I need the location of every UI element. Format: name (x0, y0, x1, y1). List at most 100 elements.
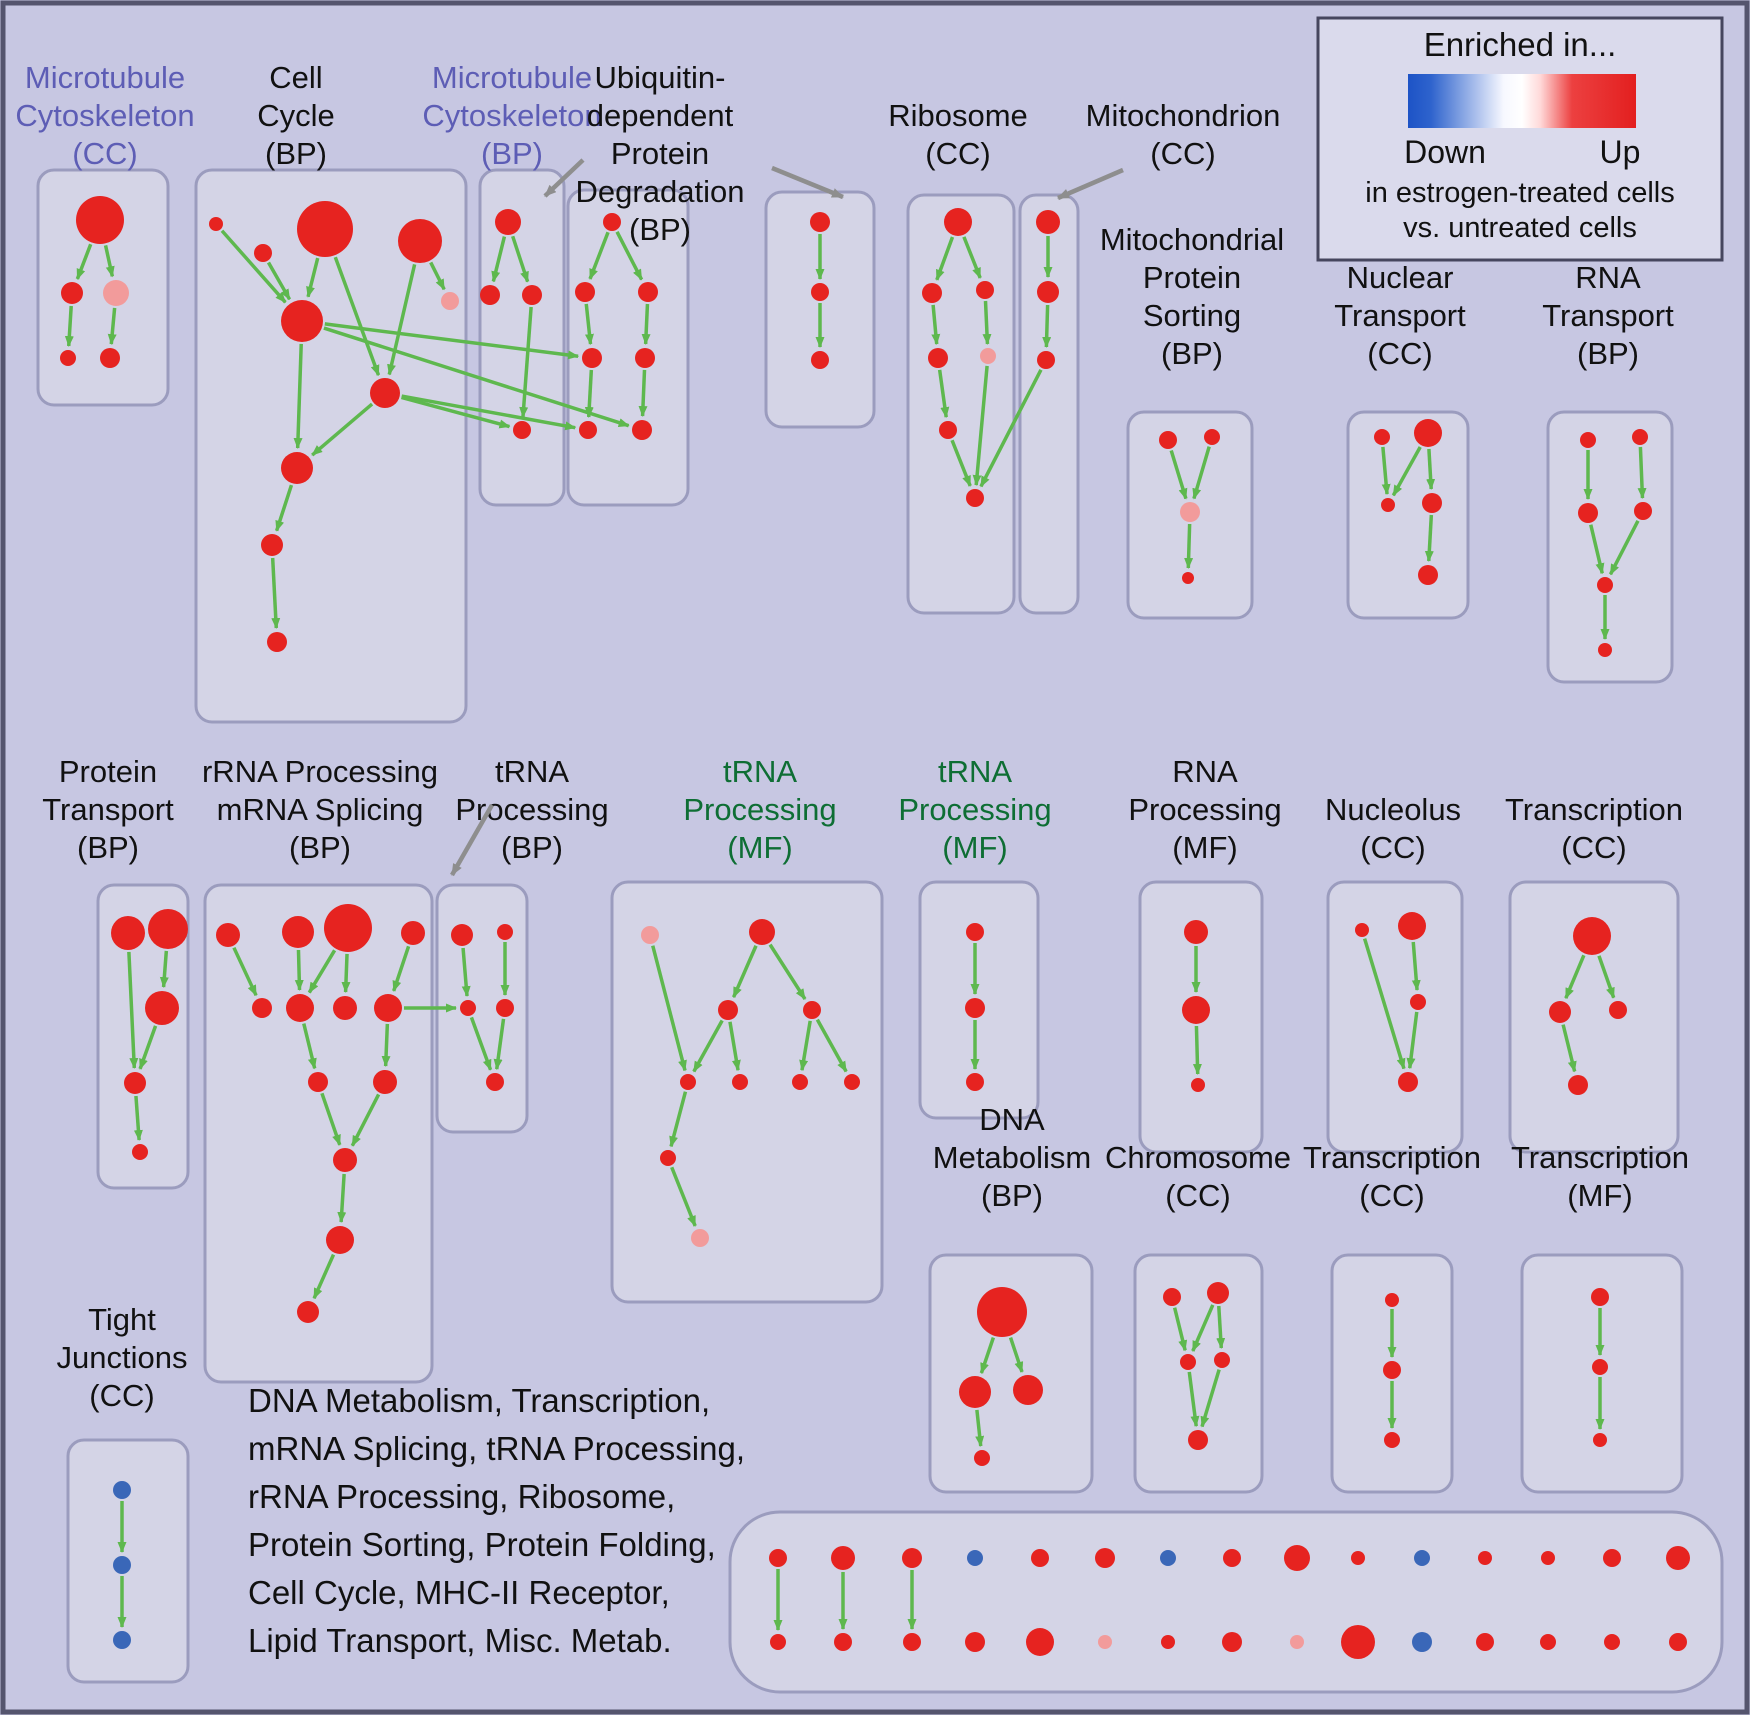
go-node-misc-cluster (769, 1549, 787, 1567)
go-node-cell-cycle (281, 300, 323, 342)
go-node-trna-bp (496, 999, 514, 1017)
edge-arrow (469, 1016, 493, 1071)
legend-down-label: Down (1404, 134, 1486, 170)
edge-arrow (350, 1093, 381, 1147)
go-node-misc-cluster (1669, 1633, 1687, 1651)
go-node-misc-cluster (1666, 1546, 1690, 1570)
go-node-rna-transport (1632, 429, 1648, 445)
edge-arrow (692, 1019, 724, 1073)
edge-arrow (511, 235, 530, 283)
go-node-rrna-mrna (286, 994, 314, 1022)
edge-arrow (294, 949, 304, 992)
edge-arrow (615, 230, 644, 281)
edge-arrow (815, 1018, 848, 1073)
cluster-label: Mitochondrion(CC) (1086, 98, 1281, 171)
edge-arrow (1597, 955, 1616, 999)
edge-arrow (493, 1018, 506, 1071)
cluster-box-microtubule-bp (478, 168, 566, 507)
misc-caption-line-6: Lipid Transport, Misc. Metab. (248, 1622, 672, 1659)
edge-arrow (324, 322, 580, 360)
go-node-ribosome (939, 421, 957, 439)
go-node-misc-cluster (1160, 1550, 1176, 1566)
go-node-misc-cluster (902, 1548, 922, 1568)
edge-arrow (975, 1409, 985, 1448)
go-node-microtubule-bp (522, 285, 542, 305)
go-node-ubiquitin (579, 421, 597, 439)
go-node-microtubule-bp (495, 209, 521, 235)
go-node-nuclear-transport (1418, 565, 1438, 585)
go-node-ribosome (976, 281, 994, 299)
edge-arrow (312, 1253, 336, 1300)
edge-arrow (1564, 954, 1586, 1000)
go-node-ubiquitin (575, 282, 595, 302)
go-node-nuclear-transport (1422, 493, 1442, 513)
edge-arrow (138, 1025, 158, 1070)
go-node-transcription-cc-1 (1609, 1001, 1627, 1019)
misc-caption-line-1: DNA Metabolism, Transcription, (248, 1382, 710, 1419)
cluster-box-misc-cluster (728, 1510, 1724, 1694)
go-node-trna-mf-1 (660, 1150, 676, 1166)
edge-arrow (392, 945, 411, 992)
misc-caption-line-5: Cell Cycle, MHC-II Receptor, (248, 1574, 670, 1611)
go-node-rrna-mrna (282, 916, 314, 948)
go-node-misc-cluster (1095, 1548, 1115, 1568)
go-node-chromosome (1163, 1288, 1181, 1306)
cluster-box-dna-metabolism (928, 1253, 1094, 1494)
edge-arrow (799, 1020, 812, 1072)
go-node-transcription-cc-1 (1549, 1001, 1571, 1023)
edge-arrow (962, 236, 982, 279)
go-node-misc-cluster (834, 1633, 852, 1651)
go-node-mito-sorting (1182, 572, 1194, 584)
edge-arrow (641, 303, 651, 346)
go-node-rna-processing-mf (1191, 1078, 1205, 1092)
go-node-ubiquitin (632, 420, 652, 440)
go-node-misc-cluster (1341, 1625, 1375, 1659)
go-node-misc-cluster (1351, 1551, 1365, 1565)
edge-arrow (584, 303, 594, 346)
go-node-mitochondrion (1037, 281, 1059, 303)
edge-arrow (311, 402, 374, 457)
edge-arrow (75, 243, 93, 280)
go-node-rrna-mrna (374, 994, 402, 1022)
go-node-trna-mf-2 (965, 998, 985, 1018)
edge-arrow (1424, 514, 1434, 563)
go-node-trna-mf-1 (718, 1000, 738, 1020)
go-node-tight-junctions (113, 1556, 131, 1574)
go-node-ribosome (922, 283, 942, 303)
go-node-cell-cycle (297, 201, 353, 257)
edge-arrow (266, 261, 292, 301)
go-node-misc-cluster (831, 1546, 855, 1570)
edge-arrow (1184, 523, 1194, 570)
edge-arrow (307, 949, 337, 994)
go-node-rna-transport (1580, 432, 1596, 448)
cluster-box-transcription-cc-1 (1508, 880, 1680, 1154)
go-node-rrna-mrna (333, 996, 357, 1020)
edge-arrow (323, 326, 630, 428)
go-node-trna-mf-1 (732, 1074, 748, 1090)
go-node-mito-sorting (1159, 431, 1177, 449)
edge-arrow (982, 300, 992, 346)
go-node-dna-metabolism (974, 1450, 990, 1466)
cluster-box-nucleolus (1326, 880, 1464, 1154)
go-node-trna-bp (486, 1073, 504, 1091)
go-node-ribosome (966, 489, 984, 507)
edge-arrow (133, 1095, 143, 1142)
go-node-nuclear-transport (1381, 498, 1395, 512)
cluster-box-rna-transport (1546, 410, 1674, 684)
go-node-misc-cluster (967, 1550, 983, 1566)
go-node-trna-bp (497, 924, 513, 940)
go-node-microtubule-cc (103, 280, 129, 306)
go-node-protein-transport (145, 991, 179, 1025)
go-node-misc-cluster (1412, 1632, 1432, 1652)
label-pointer-arrow (450, 803, 494, 877)
cluster-label: Ribosome(CC) (888, 98, 1028, 171)
go-node-cell-cycle (281, 452, 313, 484)
go-node-rrna-mrna (308, 1072, 328, 1092)
